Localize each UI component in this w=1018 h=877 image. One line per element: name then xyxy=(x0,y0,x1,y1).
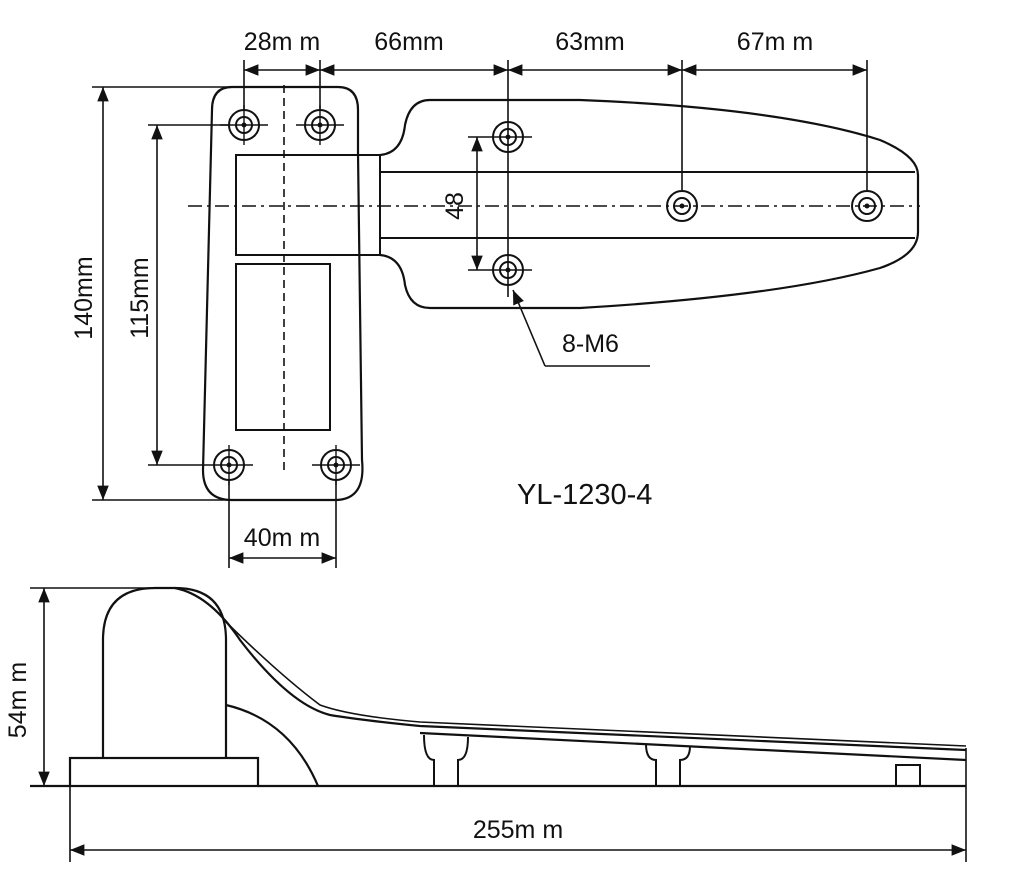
hole-top-right xyxy=(296,105,344,145)
dim-28mm-label: 28m m xyxy=(244,28,320,56)
hole-callout-label: 8-M6 xyxy=(562,330,619,358)
dim-140mm: 140mm xyxy=(70,86,232,501)
dim-48-label: 48 xyxy=(441,192,469,220)
dim-115mm-label: 115mm xyxy=(126,257,154,339)
model-number: YL-1230-4 xyxy=(517,479,652,511)
top-extension-lines xyxy=(243,60,868,297)
side-arm-top xyxy=(174,586,967,752)
side-peg-3 xyxy=(895,764,921,787)
arm-inner-line xyxy=(380,171,915,239)
dim-255mm: 255m m xyxy=(69,748,967,862)
side-arm-top-inner xyxy=(225,621,967,747)
plate-slot-rect xyxy=(235,263,331,431)
hole-arm-tip xyxy=(851,190,883,222)
side-arm-bottom xyxy=(419,731,967,762)
hole-callout-leader: 8-M6 xyxy=(512,289,650,367)
dim-67mm-label: 67m m xyxy=(737,28,813,56)
side-view: 54m m 255m m xyxy=(4,586,967,862)
dim-48: 48 xyxy=(441,137,483,270)
side-peg-1 xyxy=(423,734,469,787)
dim-54mm-label: 54m m xyxy=(4,662,32,738)
dim-66mm-label: 66mm xyxy=(374,28,443,56)
dim-140mm-label: 140mm xyxy=(70,256,98,339)
dim-54mm: 54m m xyxy=(4,587,175,786)
side-arm-underside xyxy=(225,703,320,787)
side-knuckle xyxy=(101,586,228,758)
hole-bottom-left xyxy=(205,445,253,485)
hole-arm-center xyxy=(666,190,698,222)
side-base-block xyxy=(68,756,260,788)
hole-bottom-right xyxy=(312,445,360,485)
side-peg-2 xyxy=(645,743,691,787)
base-plate-outline xyxy=(201,85,364,502)
arm-outline xyxy=(379,98,920,310)
dim-115mm: 115mm xyxy=(126,124,229,466)
dim-40mm-label: 40m m xyxy=(244,524,320,552)
dim-40mm: 40m m xyxy=(228,480,337,568)
top-view: 28m m 66mm 63mm 67m m 140mm 115mm 48 4 xyxy=(70,28,920,568)
dim-255mm-label: 255m m xyxy=(473,816,563,844)
dim-63mm-label: 63mm xyxy=(555,28,624,56)
